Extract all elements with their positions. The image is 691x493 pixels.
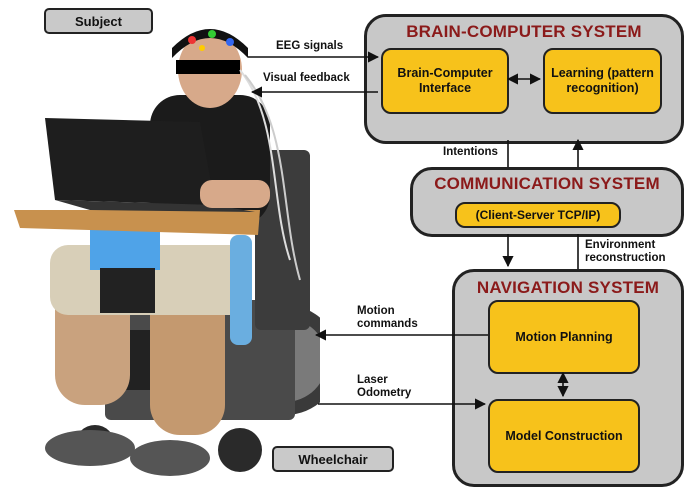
- wheelchair-tag: Wheelchair: [272, 446, 394, 472]
- laptop-base: [55, 200, 255, 212]
- model-construction-module: Model Construction: [488, 399, 640, 473]
- subject-tag: Subject: [44, 8, 153, 34]
- subject-label: Subject: [75, 13, 122, 29]
- laptop-screen: [45, 118, 215, 205]
- bci-title: BRAIN-COMPUTER SYSTEM: [406, 22, 642, 41]
- tray: [14, 210, 260, 235]
- comm-title: COMMUNICATION SYSTEM: [434, 174, 660, 193]
- motion-planning-module: Motion Planning: [488, 300, 640, 374]
- learning-module: Learning (pattern recognition): [543, 48, 662, 114]
- right-shoe: [130, 440, 210, 476]
- laser-odometry-label: Laser Odometry: [357, 374, 412, 400]
- face-redaction-bar: [176, 60, 240, 74]
- left-shoe: [45, 430, 135, 466]
- laser-scanner: [90, 230, 160, 270]
- intentions-label: Intentions: [443, 146, 498, 158]
- nav-title: NAVIGATION SYSTEM: [476, 278, 660, 297]
- protocol-module: (Client-Server TCP/IP): [455, 202, 621, 228]
- front-caster: [218, 428, 262, 472]
- environment-label: Environment reconstruction: [585, 239, 666, 265]
- wheelchair-label: Wheelchair: [298, 451, 368, 467]
- motion-commands-label: Motion commands: [357, 305, 418, 331]
- visual-feedback-label: Visual feedback: [263, 72, 350, 84]
- wheelchair-photo: [14, 29, 320, 476]
- eeg-signals-label: EEG signals: [276, 40, 344, 52]
- bci-interface-module: Brain-Computer Interface: [381, 48, 509, 114]
